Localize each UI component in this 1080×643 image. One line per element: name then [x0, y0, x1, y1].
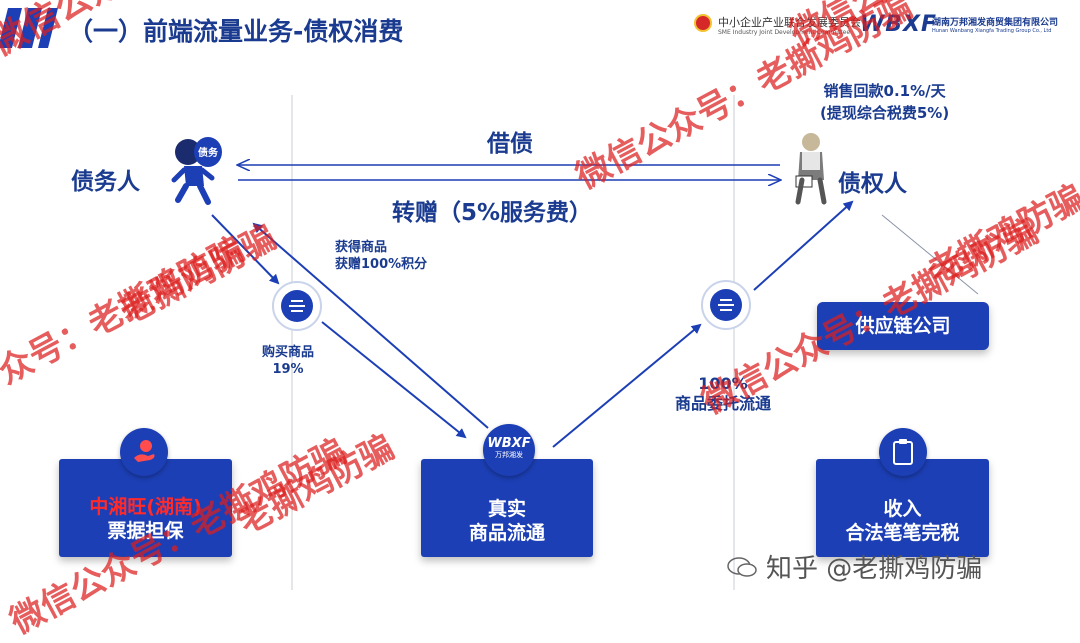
transfer-label: 转赠（5%服务费） — [392, 200, 593, 226]
guide-line-right — [733, 95, 735, 590]
creditor-figure-icon — [795, 133, 827, 205]
arrow-buy-to-center — [321, 321, 467, 439]
wbxf-badge: WBXF 万邦湘发 — [483, 424, 535, 476]
supply-chain-box: 供应链公司 — [817, 302, 989, 350]
wbxf-badge-sub: 万邦湘发 — [495, 451, 523, 459]
gain-line2: 获赠100%积分 — [335, 257, 428, 272]
gain-line1: 获得商品 — [335, 240, 388, 255]
partner-name: 中小企业产业联合发展委员会 — [718, 16, 861, 29]
company-name: 湖南万邦湘发商贸集团有限公司 — [932, 18, 1059, 28]
brand-logo: WBXF — [860, 12, 938, 37]
consign-label: 100% 商品委托流通 — [675, 374, 771, 414]
buy-goods-label: 购买商品 19% — [262, 344, 314, 378]
arrow-center-to-consign — [552, 323, 702, 448]
buy-goods-icon — [281, 290, 313, 322]
arrow-consign-to-creditor — [753, 200, 854, 291]
buy-line2: 19% — [272, 362, 304, 377]
debtor-label: 债务人 — [71, 169, 140, 195]
header-slash-logo — [0, 8, 58, 48]
consign-node — [701, 280, 751, 330]
income-line2: 合法笔笔完税 — [845, 522, 960, 544]
page-title: （一）前端流量业务-债权消费 — [68, 17, 404, 46]
income-line1: 收入 — [883, 498, 922, 520]
creditor-note-line1: 销售回款0.1%/天 — [823, 82, 946, 100]
clipboard-icon — [893, 439, 913, 465]
guarantee-badge — [120, 428, 168, 476]
debtor-figure-icon: 债务 — [171, 137, 222, 205]
guide-line-left — [291, 95, 293, 590]
real-goods-box: 真实 商品流通 — [421, 459, 593, 557]
partner-subtitle: SME Industry Joint Development Committee — [718, 29, 851, 36]
supply-chain-label: 供应链公司 — [855, 315, 951, 337]
real-goods-line2: 商品流通 — [468, 522, 545, 544]
consign-icon — [710, 289, 742, 321]
company-subtitle: Hunan Wanbang Xiangfa Trading Group Co.,… — [932, 28, 1052, 34]
creditor-label: 债权人 — [838, 171, 907, 197]
buy-line1: 购买商品 — [262, 345, 315, 360]
guarantee-line2: 票据担保 — [107, 520, 184, 542]
partner-emblem-icon — [694, 14, 712, 32]
supply-connector — [881, 214, 979, 295]
real-goods-line1: 真实 — [487, 498, 526, 520]
arrow-debtor-to-buy — [211, 214, 280, 285]
arrow-center-to-debtor — [252, 222, 489, 429]
footer-credit: 知乎 @老撕鸡防骗 — [766, 554, 983, 584]
income-badge — [879, 428, 927, 476]
borrow-label: 借债 — [487, 131, 533, 157]
wechat-icon — [727, 557, 757, 577]
creditor-note-line2: (提现综合税费5%) — [820, 104, 950, 122]
guarantee-line1: 中湘旺(湖南) — [89, 496, 202, 518]
creditor-note: 销售回款0.1%/天 (提现综合税费5%) — [820, 80, 949, 124]
buy-goods-node — [272, 281, 322, 331]
wbxf-badge-text: WBXF — [487, 436, 531, 451]
consign-line2: 商品委托流通 — [675, 394, 772, 413]
gain-goods-label: 获得商品 获赠100%积分 — [335, 239, 427, 273]
flow-arrows — [211, 0, 979, 448]
consign-line1: 100% — [698, 374, 748, 393]
debtor-badge: 债务 — [198, 146, 219, 159]
hand-coin-icon — [134, 440, 155, 462]
